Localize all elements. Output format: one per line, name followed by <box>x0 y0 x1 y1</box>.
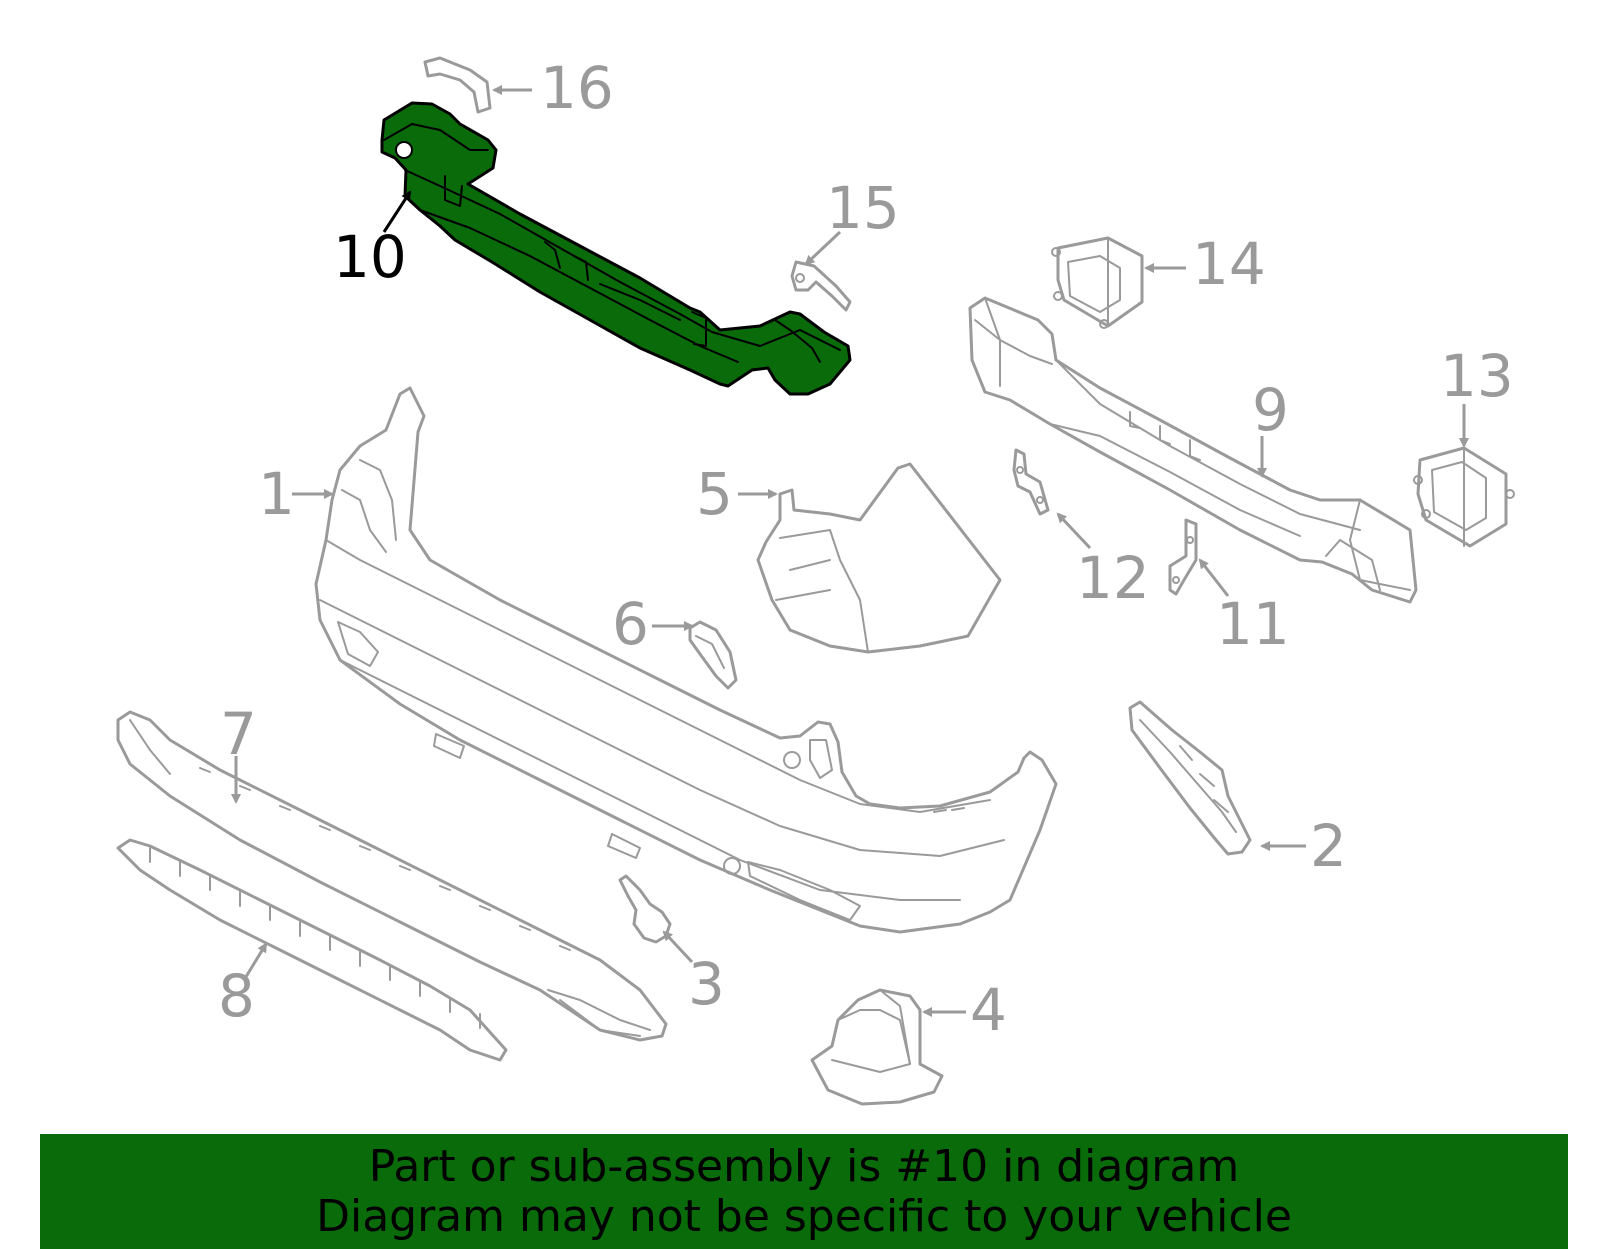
callout-15: 15 <box>826 174 900 242</box>
callout-5: 5 <box>696 460 733 528</box>
info-banner: Part or sub-assembly is #10 in diagram D… <box>40 1134 1568 1249</box>
banner-line-2: Diagram may not be specific to your vehi… <box>316 1190 1292 1242</box>
part-5-cover <box>756 462 1002 654</box>
callout-7: 7 <box>220 700 257 768</box>
part-3-clip <box>618 874 672 944</box>
leader-3 <box>662 930 694 964</box>
callout-3: 3 <box>688 950 725 1018</box>
part-9-bumper-beam <box>968 296 1418 604</box>
part-1-bumper-cover <box>314 386 1058 934</box>
parts-diagram: 16 10 15 14 13 9 1 5 12 11 6 7 2 8 3 4 <box>116 54 1515 1106</box>
banner-line-1: Part or sub-assembly is #10 in diagram <box>368 1140 1240 1192</box>
leader-15 <box>804 230 842 266</box>
part-8-lower-trim <box>116 838 508 1062</box>
callout-16: 16 <box>540 54 614 122</box>
part-4-bracket <box>810 988 944 1106</box>
part-10-reinforcement <box>380 101 852 396</box>
callout-13: 13 <box>1440 342 1514 410</box>
callout-4: 4 <box>970 976 1007 1044</box>
part-15-bracket <box>790 260 852 312</box>
leader-12 <box>1056 512 1092 550</box>
callout-2: 2 <box>1310 812 1347 880</box>
callout-9: 9 <box>1252 376 1289 444</box>
leader-11 <box>1198 558 1230 597</box>
leader-10 <box>382 190 412 233</box>
callout-12: 12 <box>1076 544 1150 612</box>
callout-11: 11 <box>1216 590 1290 658</box>
part-16-bracket <box>423 56 492 114</box>
callout-8: 8 <box>218 962 255 1030</box>
leader-8 <box>242 942 268 981</box>
callout-1: 1 <box>258 460 295 528</box>
leader-lines <box>231 85 1469 1017</box>
part-14-bracket <box>1051 236 1144 329</box>
callout-labels: 16 10 15 14 13 9 1 5 12 11 6 7 2 8 3 4 <box>218 54 1514 1044</box>
part-7-lower-trim <box>116 710 668 1042</box>
callout-14: 14 <box>1192 230 1266 298</box>
part-11-bracket <box>1168 518 1198 596</box>
callout-10: 10 <box>333 223 407 291</box>
part-2-bracket <box>1128 700 1252 856</box>
part-6-cover <box>688 620 738 690</box>
callout-6: 6 <box>612 590 649 658</box>
part-12-bracket <box>1012 448 1050 516</box>
part-13-bracket <box>1413 446 1515 548</box>
